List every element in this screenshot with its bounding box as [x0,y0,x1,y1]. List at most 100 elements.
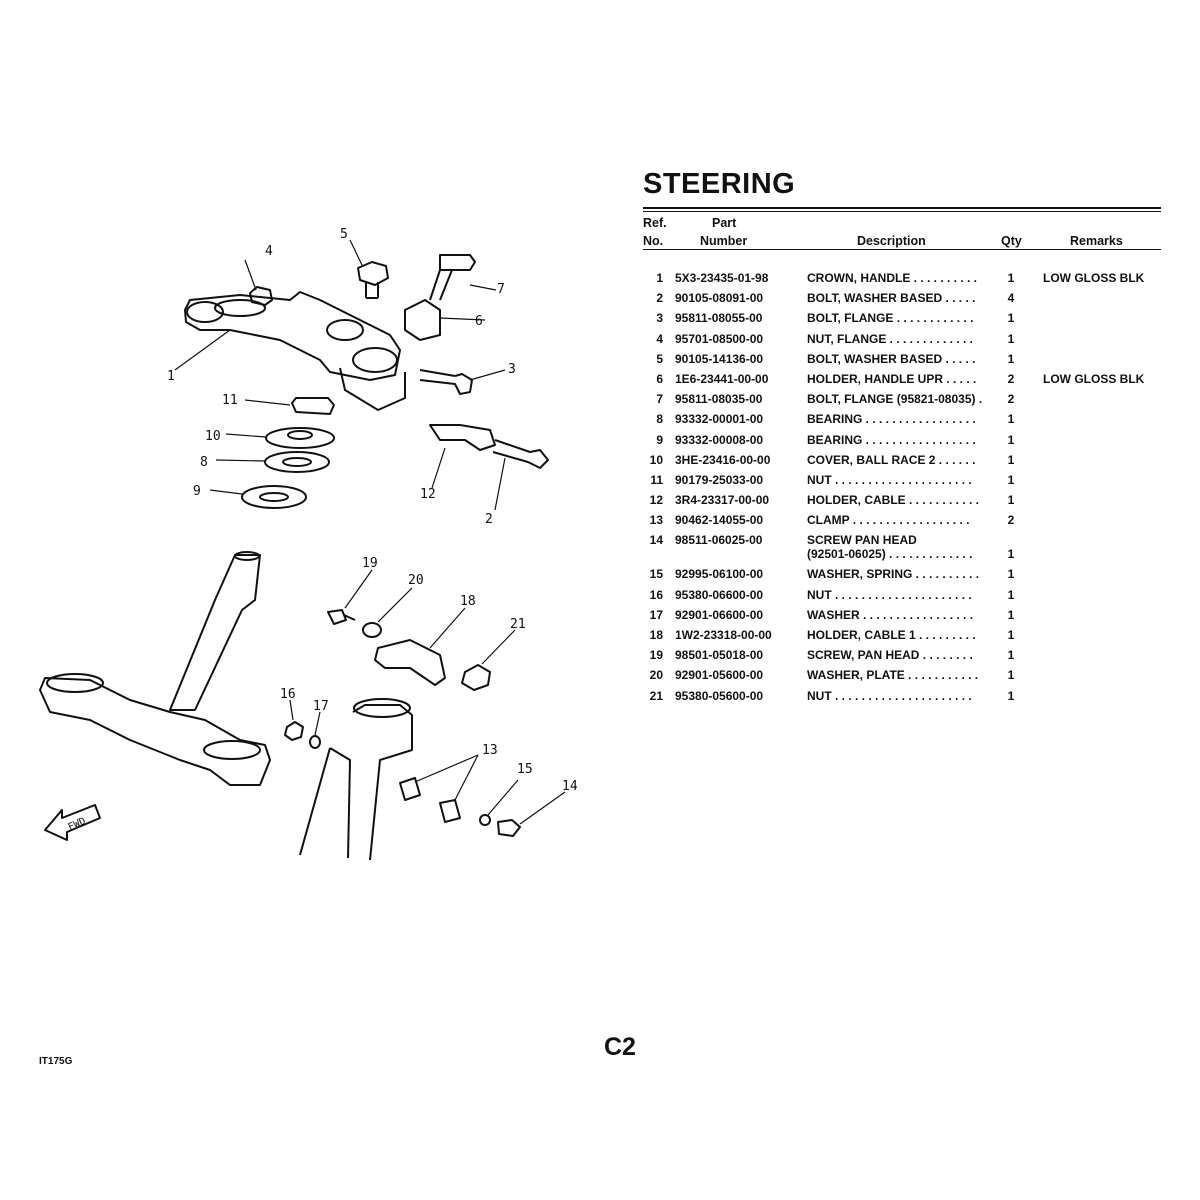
ref-cell: 13 [649,513,663,528]
fork-tube [329,704,413,861]
washer-17 [309,735,321,749]
qty-cell: 1 [1007,587,1015,602]
ref-cell: 1 [656,271,663,285]
lower-bracket [39,677,271,786]
bolt-flange-3 [419,369,473,395]
callout-15: 15 [517,762,533,777]
washer-bolt [357,261,389,299]
screw-19 [327,609,356,625]
bolt-washer-2 [492,439,549,469]
part-number-cell: 92901-06600-00 [675,607,764,622]
flange-bolt [429,254,476,301]
ref-cell: 21 [649,688,663,703]
steering-stem [169,554,261,711]
model-code: IT175G [39,1056,73,1067]
header-description: Description [857,234,926,248]
nut-21 [461,664,491,691]
table-row: 10 3HE-23416-00-00 COVER, BALL RACE 2 . . … [643,453,1163,473]
description-cell: CLAMP . . . . . . . . . . . . . . . . . … [807,513,970,528]
part-number-cell: 95380-06600-00 [675,587,764,602]
header-qty: Qty [1001,234,1022,248]
part-number-cell: 95701-08500-00 [675,331,764,346]
callout-10: 10 [205,429,221,444]
qty-cell: 1 [1007,547,1015,562]
header-part: Part [712,216,737,230]
qty-cell: 1 [1007,607,1015,622]
qty-cell: 1 [1007,432,1015,447]
callout-5: 5 [340,227,348,242]
ref-cell: 5 [656,351,663,366]
description-cell: HOLDER, HANDLE UPR . . . . . [807,371,977,386]
ref-cell: 19 [649,648,663,663]
qty-cell: 1 [1007,628,1015,642]
page-title: STEERING [643,168,796,200]
table-row: 16 95380-06600-00 NUT . . . . . . . . . . … [643,588,1163,608]
part-number-cell: 95811-08055-00 [675,311,763,326]
qty-cell: 1 [1007,493,1015,508]
spring-washer [479,814,491,826]
description-cell: HOLDER, CABLE . . . . . . . . . . . [807,493,980,508]
callout-20: 20 [408,573,424,588]
callout-14: 14 [562,779,578,794]
part-number-cell: 90105-08091-00 [675,291,764,306]
callout-17: 17 [313,699,329,714]
description-cell: WASHER, PLATE . . . . . . . . . . . [807,668,979,683]
steering-nut [291,397,335,415]
part-number-cell: 90105-14136-00 [675,351,764,366]
crown-block [339,367,406,411]
ref-cell: 15 [649,567,663,582]
pan-screw-14 [497,819,521,837]
part-number-cell: 92901-05600-00 [675,668,764,683]
qty-cell: 1 [1007,271,1015,285]
qty-cell: 2 [1007,513,1015,528]
ref-cell: 12 [649,493,663,508]
ref-cell: 16 [649,587,663,602]
description-cell: NUT . . . . . . . . . . . . . . . . . . … [807,587,972,602]
description-cell: WASHER, SPRING . . . . . . . . . . [807,567,980,582]
ref-cell: 14 [649,533,663,548]
description-cell: BEARING . . . . . . . . . . . . . . . . … [807,432,976,447]
part-number-cell: 93332-00008-00 [675,432,764,447]
handle-holder [404,299,441,341]
ref-cell: 6 [656,371,663,386]
part-number-cell: 92995-06100-00 [675,567,764,582]
part-number-cell: 98501-05018-00 [675,648,764,663]
callout-2: 2 [485,512,493,527]
ref-cell: 18 [649,628,663,642]
part-number-cell: 3HE-23416-00-00 [675,452,771,467]
description-cell: BOLT, FLANGE (95821-08035) . [807,392,983,407]
ref-cell: 17 [649,607,663,622]
part-number-cell: 95811-08035-00 [675,392,763,407]
qty-cell: 1 [1007,472,1015,487]
crown-center-hole [326,319,364,341]
ref-cell: 10 [649,452,663,467]
ref-cell: 9 [656,432,663,447]
callout-6: 6 [475,314,483,329]
qty-cell: 1 [1007,351,1015,366]
fwd-label: FWD [67,816,88,834]
header-number: Number [700,234,748,248]
description-cell: SCREW PAN HEAD [807,533,917,548]
flange-nut [249,286,273,306]
qty-cell: 1 [1007,567,1015,582]
description-cell: NUT . . . . . . . . . . . . . . . . . . … [807,472,972,487]
description-cell-line2: (92501-06025) . . . . . . . . . . . . . [807,547,973,562]
qty-cell: 2 [1007,392,1015,407]
ref-cell: 11 [650,472,663,487]
washer-20 [362,622,382,638]
description-cell: COVER, BALL RACE 2 . . . . . . [807,452,976,467]
description-cell: BOLT, WASHER BASED . . . . . [807,291,976,306]
qty-cell: 1 [1007,688,1015,703]
diagram-svg: 1 2 3 4 5 6 7 8 9 10 11 12 13 14 15 16 1… [39,227,578,861]
callout-4: 4 [265,244,273,259]
qty-cell: 1 [1007,412,1015,427]
